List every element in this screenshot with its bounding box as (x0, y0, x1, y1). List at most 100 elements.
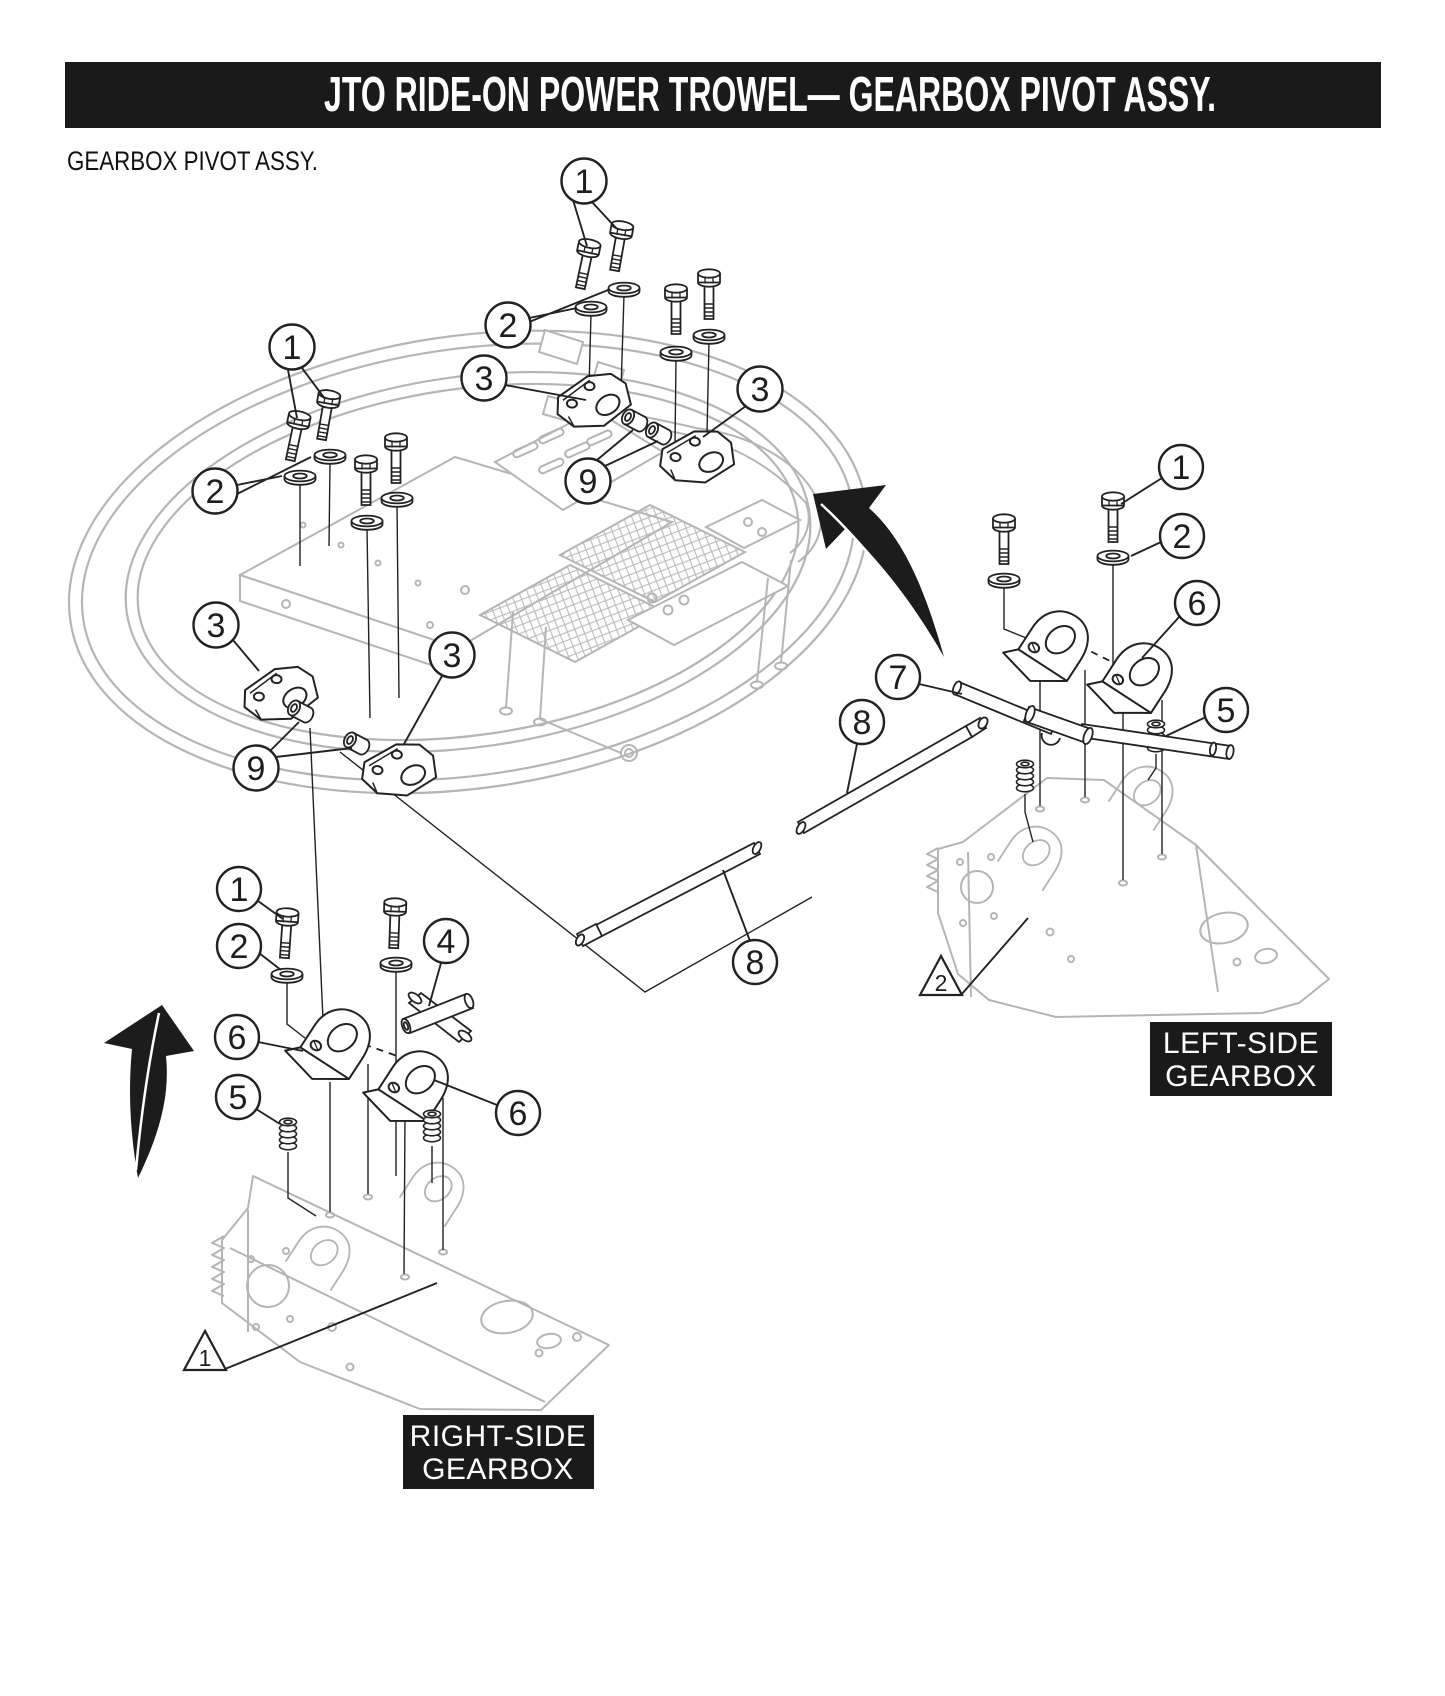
svg-text:RIGHT-SIDE: RIGHT-SIDE (410, 1420, 587, 1453)
flat-washer (607, 281, 641, 298)
flat-washer (574, 300, 608, 317)
isolator-spring (1015, 759, 1035, 793)
svg-text:6: 6 (228, 1019, 247, 1057)
handrail-tube (639, 415, 823, 563)
svg-text:9: 9 (579, 463, 598, 501)
svg-text:3: 3 (475, 360, 494, 398)
pivot-bracket (357, 1032, 461, 1139)
svg-text:4: 4 (437, 923, 456, 961)
callout-2-top: 2 (484, 301, 532, 349)
left-side-gearbox-ghost (926, 755, 1330, 1018)
hex-bolt (1101, 491, 1125, 543)
callout-8-upper: 8 (838, 698, 886, 746)
callout-1-top: 1 (560, 157, 608, 205)
hex-bolt (664, 283, 688, 335)
flat-washer (692, 328, 726, 345)
trunnion-bracket (556, 371, 633, 430)
svg-text:5: 5 (1217, 692, 1236, 730)
callout-3-left: 3 (192, 601, 240, 649)
flat-washer (270, 967, 304, 984)
callout-5-bottom: 5 (214, 1073, 262, 1121)
title-bar: JTO RIDE-ON POWER TROWEL— GEARBOX PIVOT … (65, 62, 1381, 128)
svg-text:1: 1 (230, 871, 249, 909)
svg-text:2: 2 (499, 307, 518, 345)
title-bar-background (65, 62, 1381, 128)
callout-9-left: 9 (232, 744, 280, 792)
svg-text:2: 2 (1173, 518, 1192, 556)
flat-washer (987, 572, 1021, 589)
callout-3-top-left: 3 (460, 354, 508, 402)
hex-bolt (384, 432, 408, 484)
svg-text:1: 1 (199, 1345, 212, 1371)
left-gearbox-label: LEFT-SIDE GEARBOX (1150, 1022, 1332, 1096)
callout-1-right: 1 (1157, 443, 1205, 491)
pivot-rod-upper (795, 716, 989, 835)
svg-text:3: 3 (207, 607, 226, 645)
callout-1-left: 1 (268, 323, 316, 371)
svg-text:9: 9 (247, 750, 266, 788)
callout-3-mid: 3 (428, 631, 476, 679)
cooling-fins (926, 847, 939, 893)
plate-slots (512, 427, 613, 475)
svg-text:1: 1 (1172, 449, 1191, 487)
callout-9-top: 9 (564, 457, 612, 505)
svg-text:2: 2 (206, 473, 225, 511)
guard-ring (67, 329, 869, 795)
cross-pivot-fitting (400, 991, 475, 1044)
svg-text:8: 8 (853, 704, 872, 742)
callout-7: 7 (874, 653, 922, 701)
svg-text:GEARBOX: GEARBOX (422, 1453, 574, 1486)
hex-bolt (309, 387, 342, 443)
flat-washer (659, 345, 693, 362)
triangle-marker-2: 2 (918, 953, 964, 997)
hex-bolt (568, 236, 603, 292)
pivot-bracket (1081, 624, 1185, 731)
callout-2-left: 2 (191, 467, 239, 515)
svg-text:1: 1 (283, 329, 302, 367)
pivot-tee-shaft (951, 680, 1235, 761)
flat-washer (283, 469, 317, 486)
triangle-marker-1: 1 (182, 1328, 228, 1372)
svg-text:6: 6 (509, 1095, 528, 1133)
right-side-gearbox-ghost (211, 1151, 610, 1411)
pivot-bracket (279, 990, 383, 1097)
callout-2-right: 2 (1158, 512, 1206, 560)
cooling-fins (211, 1235, 225, 1297)
svg-text:6: 6 (1188, 585, 1207, 623)
svg-text:8: 8 (746, 944, 765, 982)
callout-4: 4 (422, 917, 470, 965)
callout-3-top-right: 3 (736, 365, 784, 413)
callout-6-bottom-right: 6 (494, 1089, 542, 1137)
hex-bolt (992, 513, 1016, 565)
svg-text:5: 5 (229, 1079, 248, 1117)
svg-text:LEFT-SIDE: LEFT-SIDE (1163, 1027, 1319, 1060)
pivot-bushing (340, 729, 373, 758)
svg-text:3: 3 (751, 371, 770, 409)
trunnion-bracket (359, 736, 442, 803)
hex-bolt (602, 218, 635, 274)
flat-washer (379, 956, 413, 973)
mesh-panel (557, 503, 748, 604)
callout-6-bottom-left: 6 (213, 1013, 261, 1061)
mount-tab (537, 328, 585, 366)
hex-bolt (697, 268, 721, 320)
hardware-parts (243, 218, 1235, 1151)
isolator-spring (422, 1109, 442, 1143)
page-title: JTO RIDE-ON POWER TROWEL— GEARBOX PIVOT … (324, 68, 1216, 122)
callout-1-bottom: 1 (215, 865, 263, 913)
gearbox-lug (398, 1151, 475, 1228)
hex-bolt (381, 897, 408, 950)
frame-legs (505, 559, 792, 720)
rotation-arrow-left (104, 1005, 194, 1178)
rotation-arrow-right (813, 485, 944, 657)
callout-8-lower: 8 (731, 938, 779, 986)
pivot-rod-lower (574, 841, 763, 948)
callout-balloons: 1 2 3 3 9 1 2 3 3 9 1 2 6 5 7 8 8 1 2 4 … (191, 157, 1250, 1137)
hex-bolt (354, 454, 378, 506)
alignment-lines (286, 294, 1163, 1275)
callout-2-bottom: 2 (215, 922, 263, 970)
leader-lines (224, 199, 1207, 1370)
isolator-spring (278, 1117, 298, 1151)
triangle-markers: 2 1 (182, 953, 964, 1372)
